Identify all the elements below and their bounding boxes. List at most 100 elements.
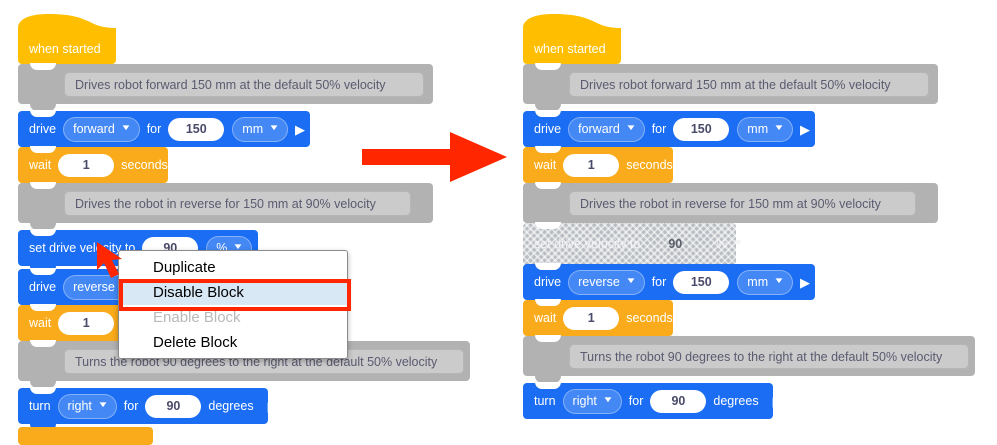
block-label-for: for <box>651 122 667 136</box>
block-drive-reverse[interactable]: drive reverse ▼ for 150 mm ▼ ▶ <box>523 263 815 307</box>
chevron-down-icon: ▼ <box>232 242 245 251</box>
number-input-seconds[interactable]: 1 <box>58 311 115 335</box>
number-input-distance[interactable]: 150 <box>673 270 730 294</box>
menu-item-label: Enable Block <box>153 309 241 326</box>
dropdown-unit[interactable]: mm ▼ <box>737 116 794 142</box>
menu-item-delete-block[interactable]: Delete Block <box>119 330 347 355</box>
menu-item-label: Disable Block <box>153 284 244 301</box>
menu-item-disable-block[interactable]: Disable Block <box>119 280 347 305</box>
dropdown-value: reverse <box>73 280 115 294</box>
dropdown-value: mm <box>747 275 769 289</box>
block-drive-forward[interactable]: drive forward ▼ for 150 mm ▼ ▶ <box>18 110 310 154</box>
chevron-down-icon: ▼ <box>624 123 637 132</box>
comment-text-bubble: Drives robot forward 150 mm at the defau… <box>64 72 424 97</box>
block-wait[interactable]: wait 1 seconds <box>18 146 168 190</box>
dropdown-unit[interactable]: % ▼ <box>707 233 751 256</box>
comment-text: Drives robot forward 150 mm at the defau… <box>75 77 386 92</box>
number-input-distance[interactable]: 150 <box>673 117 730 141</box>
block-label-seconds: seconds <box>121 158 168 172</box>
dropdown-value: forward <box>73 122 115 136</box>
dropdown-unit[interactable]: mm ▼ <box>232 116 289 142</box>
hat-hump-shape <box>523 14 621 36</box>
comment-text: Turns the robot 90 degrees to the right … <box>580 349 943 364</box>
mouse-pointer-icon <box>97 242 122 278</box>
block-label: drive <box>534 275 562 289</box>
dropdown-value: mm <box>747 122 769 136</box>
chevron-down-icon: ▼ <box>268 123 280 132</box>
dropdown-value: % <box>216 241 228 255</box>
block-label: wait <box>534 158 557 172</box>
block-label: when started <box>29 42 101 56</box>
number-input-degrees[interactable]: 90 <box>145 394 202 418</box>
block-label: wait <box>29 158 52 172</box>
after-workspace: when started Drives robot forward 150 mm… <box>505 0 997 445</box>
block-wait[interactable]: wait 1 seconds <box>523 299 673 343</box>
context-menu[interactable]: Duplicate Disable Block Enable Block Del… <box>118 250 351 359</box>
block-label: drive <box>534 122 562 136</box>
dropdown-unit[interactable]: mm ▼ <box>737 269 794 295</box>
block-label-for: for <box>651 275 667 289</box>
block-label: set drive velocity to <box>534 237 641 251</box>
transition-right-arrow-icon <box>362 132 507 182</box>
block-label: drive <box>29 122 57 136</box>
dropdown-value: reverse <box>578 275 620 289</box>
block-label-for: for <box>628 394 644 408</box>
block-label: wait <box>29 316 52 330</box>
block-label: when started <box>534 42 606 56</box>
block-wait[interactable]: wait 1 seconds <box>523 146 673 190</box>
run-block-icon[interactable]: ▶ <box>800 121 811 137</box>
chevron-down-icon: ▼ <box>732 238 745 247</box>
comment-text-bubble: Drives the robot in reverse for 150 mm a… <box>64 191 411 216</box>
block-label: drive <box>29 280 57 294</box>
clipped-block-below <box>18 427 153 445</box>
number-input-velocity[interactable]: 90 <box>668 237 683 251</box>
run-block-icon[interactable]: ▶ <box>267 398 278 414</box>
block-when-started[interactable]: when started <box>523 14 621 71</box>
block-label: wait <box>534 311 557 325</box>
dropdown-value: right <box>572 394 597 408</box>
hat-hump-shape <box>18 14 116 36</box>
dropdown-direction[interactable]: right ▼ <box>57 393 117 419</box>
before-workspace: when started Drives robot forward 150 mm… <box>0 0 470 445</box>
block-turn-right[interactable]: turn right ▼ for 90 degrees ▶ <box>523 382 783 419</box>
block-when-started[interactable]: when started <box>18 14 116 71</box>
block-set-drive-velocity-disabled[interactable]: set drive velocity to 90 % ▼ <box>523 222 744 272</box>
block-label: turn <box>534 394 556 408</box>
comment-text-bubble: Drives robot forward 150 mm at the defau… <box>569 72 929 97</box>
number-input-distance[interactable]: 150 <box>168 117 225 141</box>
chevron-down-icon: ▼ <box>119 123 132 132</box>
block-label-for: for <box>146 122 162 136</box>
chevron-down-icon: ▼ <box>602 395 614 404</box>
menu-item-enable-block: Enable Block <box>119 305 347 330</box>
menu-item-duplicate[interactable]: Duplicate <box>119 255 347 280</box>
comment-text-bubble: Drives the robot in reverse for 150 mm a… <box>569 191 916 216</box>
number-input-seconds[interactable]: 1 <box>58 153 115 177</box>
block-label-seconds: seconds <box>626 311 673 325</box>
chevron-down-icon: ▼ <box>97 400 109 409</box>
run-block-icon[interactable]: ▶ <box>295 121 306 137</box>
number-input-degrees[interactable]: 90 <box>650 389 707 413</box>
dropdown-direction[interactable]: reverse ▼ <box>568 269 645 295</box>
dropdown-value: forward <box>578 122 620 136</box>
comment-text: Drives the robot in reverse for 150 mm a… <box>75 196 376 211</box>
block-label-degrees: degrees <box>208 399 254 413</box>
chevron-down-icon: ▼ <box>773 276 785 285</box>
dropdown-value: mm <box>242 122 264 136</box>
dropdown-value: % <box>716 237 728 251</box>
chevron-down-icon: ▼ <box>624 276 637 285</box>
dropdown-direction[interactable]: forward ▼ <box>568 116 645 142</box>
dropdown-direction[interactable]: forward ▼ <box>63 116 140 142</box>
block-label: turn <box>29 399 51 413</box>
block-label-seconds: seconds <box>626 158 673 172</box>
comment-text: Drives the robot in reverse for 150 mm a… <box>580 196 881 211</box>
run-block-icon[interactable]: ▶ <box>772 393 783 409</box>
block-turn-right[interactable]: turn right ▼ for 90 degrees ▶ <box>18 387 278 431</box>
number-input-seconds[interactable]: 1 <box>563 306 620 330</box>
chevron-down-icon: ▼ <box>773 123 785 132</box>
dropdown-value: right <box>67 399 92 413</box>
dropdown-direction[interactable]: right ▼ <box>562 388 622 414</box>
run-block-icon[interactable]: ▶ <box>800 274 811 290</box>
number-input-seconds[interactable]: 1 <box>563 153 620 177</box>
block-drive-forward[interactable]: drive forward ▼ for 150 mm ▼ ▶ <box>523 110 815 154</box>
